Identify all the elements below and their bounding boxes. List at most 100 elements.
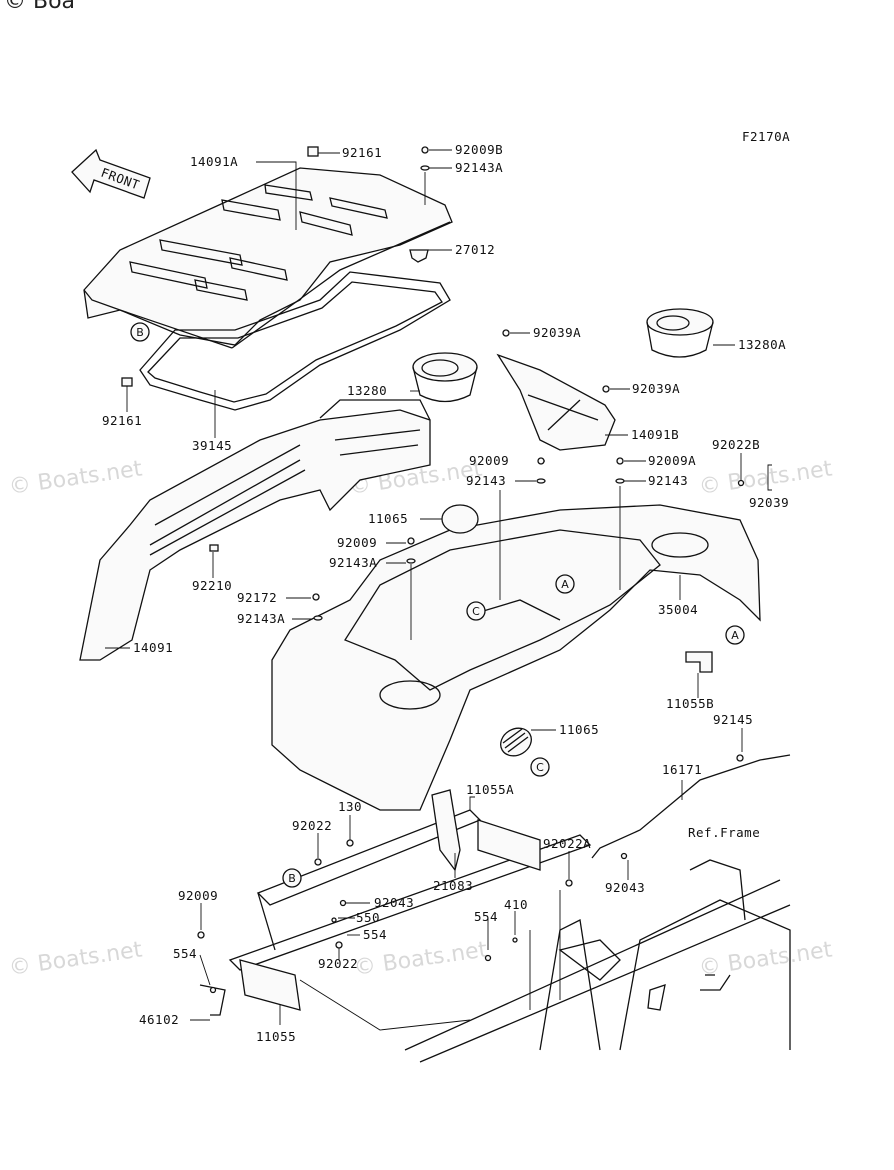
front-arrow-icon: FRONT [71,148,151,199]
clip-92210 [209,544,219,552]
callout-c-body: C [466,601,486,621]
screw-92039a-2 [602,385,610,393]
part-label: 92143A [237,611,285,626]
svg-text:C: C [536,761,544,774]
front-grille-14091 [79,399,431,661]
bolt-92009-mid [407,537,415,545]
clip-92043 [339,899,347,907]
part-label: 92043 [605,880,645,895]
pin-554-mid [484,954,492,962]
part-label: 92143A [455,160,503,175]
washer-92143 [536,478,546,484]
washer-92143a-lower [313,615,323,621]
svg-text:C: C [472,605,480,618]
part-label: 92161 [102,413,142,428]
part-label: 13280A [738,337,786,352]
watermark-right-bottom: © Boats.net [697,937,834,980]
pin-410 [512,937,518,943]
part-label: 92022 [292,818,332,833]
svg-text:B: B [136,326,144,339]
pin-554-left [209,986,217,994]
collar-92022b [737,479,745,487]
svg-text:B: B [288,872,296,885]
watermark-left-bottom: © Boats.net [7,937,144,980]
part-label: 11055 [256,1029,296,1044]
part-label: 27012 [455,242,495,257]
cable-16171 [591,754,791,859]
roof-panel [83,167,453,349]
bolt-92009a [616,457,624,465]
callout-b-top: B [130,322,150,342]
part-labels: 14091A 92161 92009B 92143A 27012 92161 3… [102,142,789,1044]
screw-130 [346,839,354,847]
pin-550 [331,917,337,923]
part-label: 92161 [342,145,382,160]
bolt-92009-lower [197,931,205,939]
callout-a-bracket: A [725,625,745,645]
part-label: 11065 [368,511,408,526]
washer-92143a-mid [406,558,416,564]
part-label: 11055B [666,696,714,711]
part-label: 92039A [533,325,581,340]
clip-92161-lower [121,377,133,387]
part-label: 13280 [347,383,387,398]
part-label: 14091B [631,427,679,442]
bolt-92009 [537,457,545,465]
shield-14091b [496,353,616,451]
speaker-11065 [500,727,532,757]
part-label: 92172 [237,590,277,605]
figure-code: F2170A [742,129,790,144]
callout-a-body: A [555,574,575,594]
part-label: 92009A [648,453,696,468]
part-label: 554 [363,927,387,942]
part-label: 92043 [374,895,414,910]
cup-holder-13280 [412,352,478,403]
part-label: 92022 [318,956,358,971]
part-label: 550 [356,910,380,925]
clip-92161-upper [307,146,319,157]
part-label: 92009 [469,453,509,468]
collar-92022-upper [314,858,322,866]
collar-92022-lower [335,941,343,949]
part-label: 16171 [662,762,702,777]
part-label: 35004 [658,602,698,617]
part-label: 92009B [455,142,503,157]
part-label: 11065 [559,722,599,737]
roof-seal [139,271,451,411]
callout-c-speaker: C [530,757,550,777]
rear-body-35004 [271,504,761,811]
part-label: 92039 [749,495,789,510]
part-label: 39145 [192,438,232,453]
leader-lines [105,149,772,1031]
cover-11065-upper [441,504,479,534]
bracket-27012 [409,249,429,263]
watermark-left-mid: © Boats.net [7,456,144,499]
ref-frame-label: Ref.Frame [688,825,760,840]
watermark-right-mid: © Boats.net [697,456,834,499]
part-label: 92022A [543,836,591,851]
part-label: 11055A [466,782,514,797]
part-label: 92009 [337,535,377,550]
part-label: 410 [504,897,528,912]
part-label: 21083 [433,878,473,893]
part-label: 92039A [632,381,680,396]
part-label: 92143A [329,555,377,570]
bolt-92172 [312,593,320,601]
part-label: 92022B [712,437,760,452]
copyright-fragment: © Boa [4,0,75,14]
collar-92022a [565,879,573,887]
part-label: 46102 [139,1012,179,1027]
svg-text:A: A [731,629,739,642]
cup-holder-13280a [646,308,714,358]
washer-92143-right [615,478,625,484]
bracket-11055b [685,651,713,673]
washer-92143a-top [420,165,430,171]
part-label: 92143 [648,473,688,488]
part-label: 14091 [133,640,173,655]
screw-92039a-1 [502,329,510,337]
clip-92043-right [620,852,628,860]
bolt-92009b [421,146,429,154]
clamp-92145 [736,754,744,762]
watermark-center-bottom: © Boats.net [352,937,489,980]
